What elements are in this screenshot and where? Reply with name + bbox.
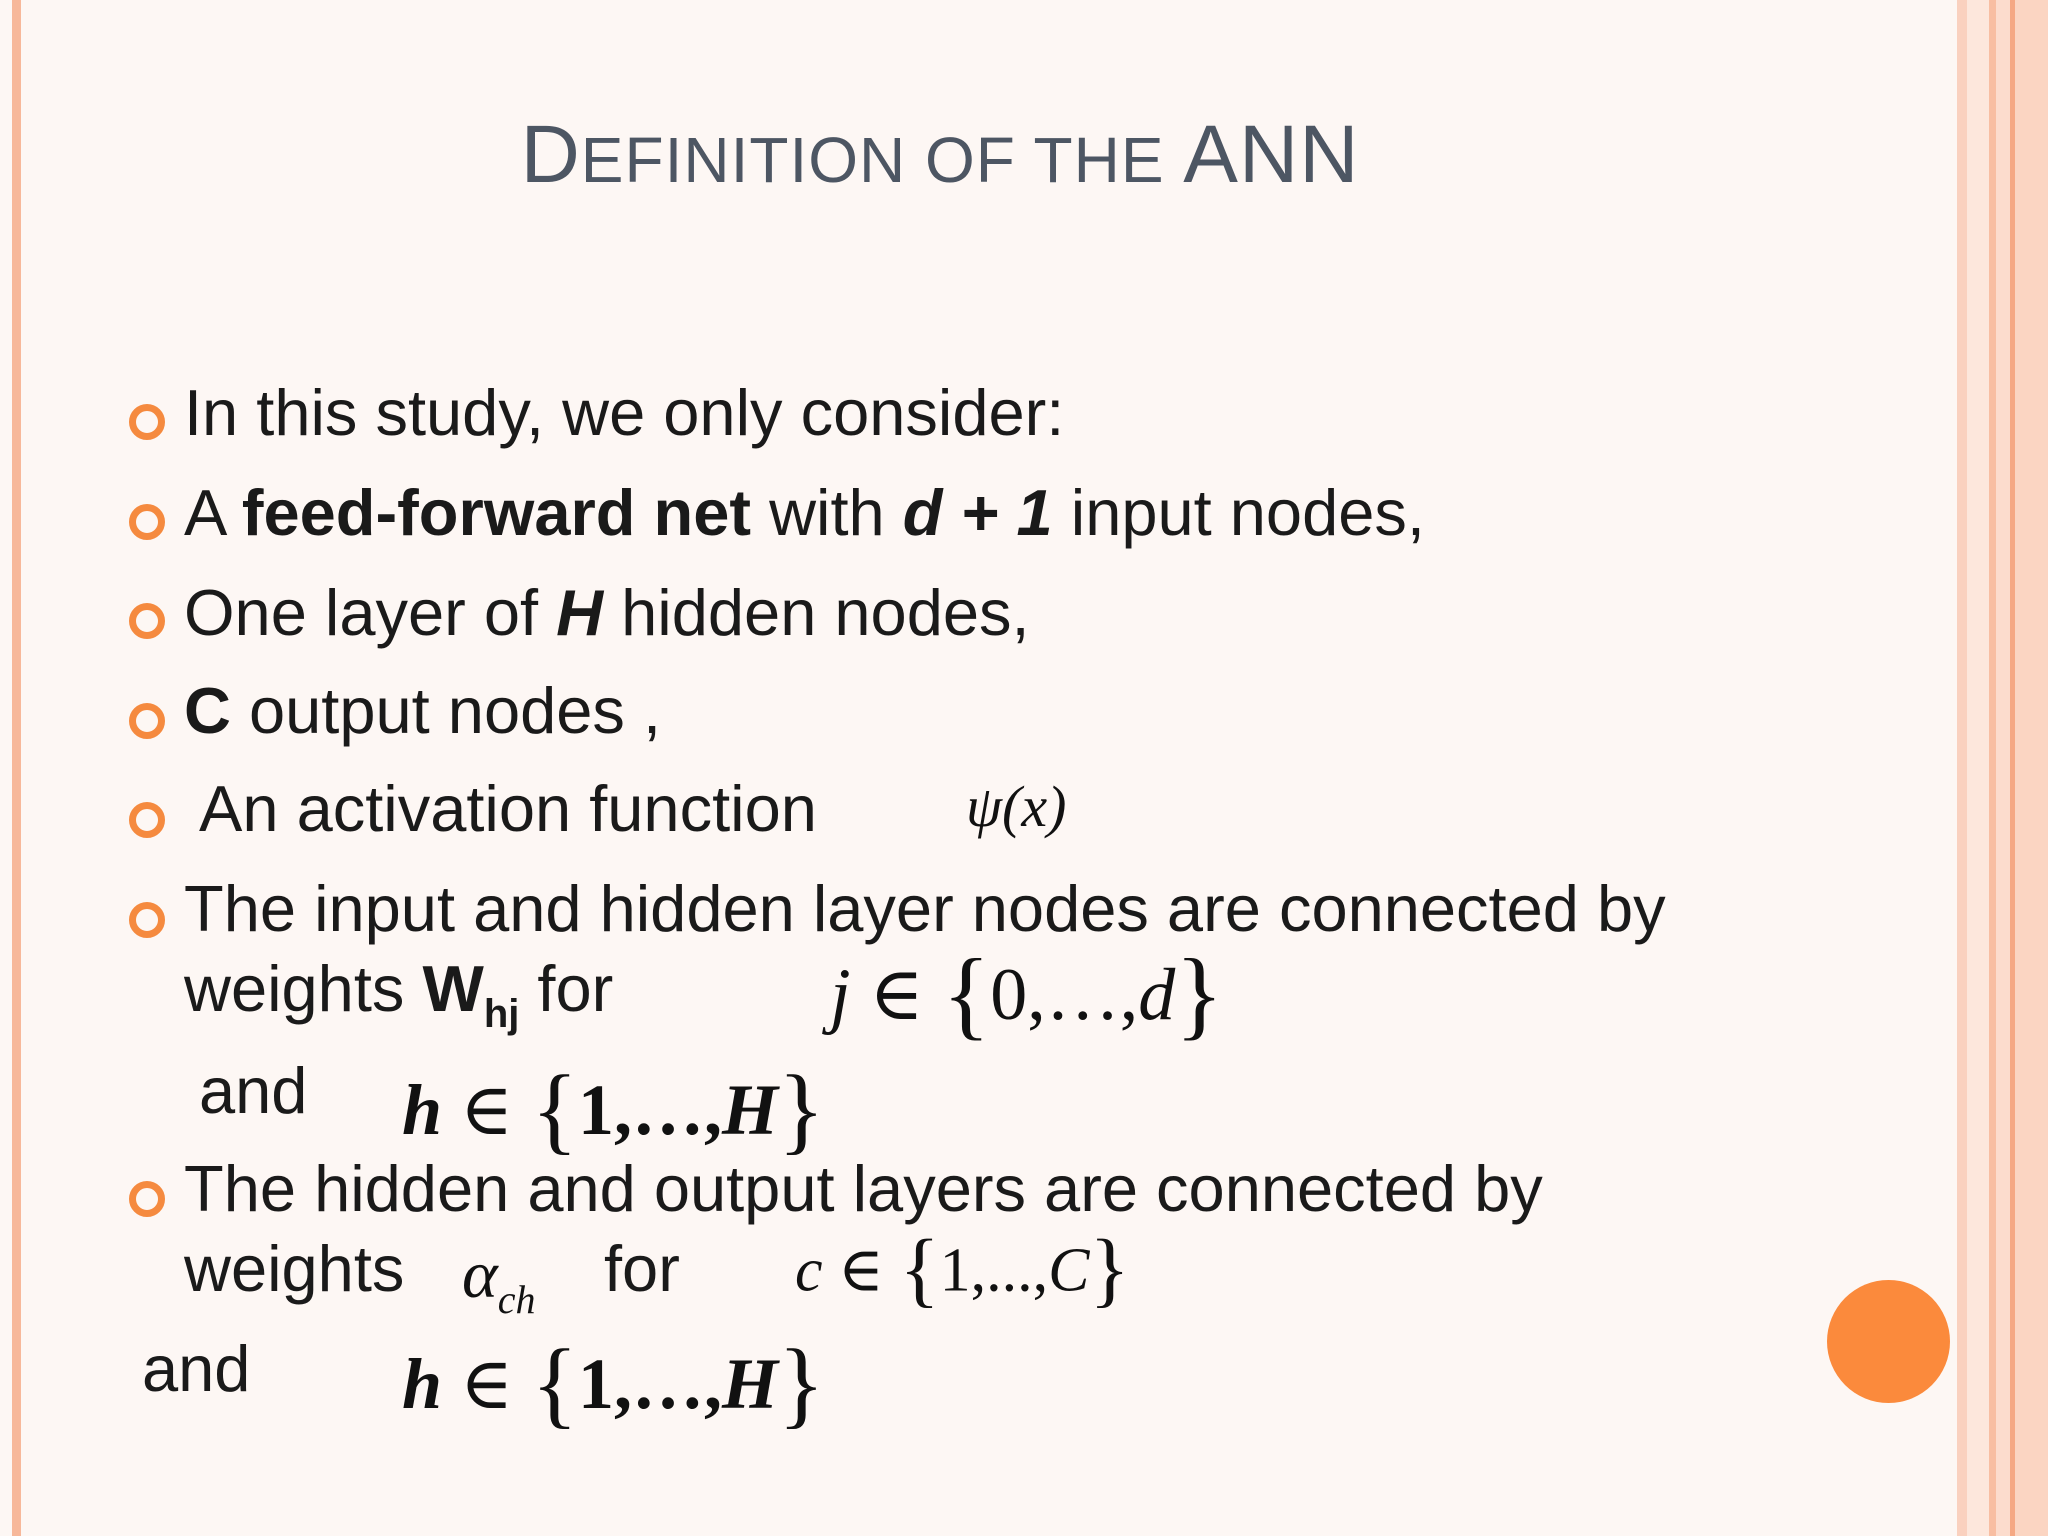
bullet-1-text: In this study, we only consider: (184, 376, 1065, 449)
title-acronym: ANN (1183, 109, 1360, 200)
title-initial: D (520, 109, 581, 200)
bullet-7-line-2-for: for (604, 1232, 680, 1305)
bullet-ring-icon (129, 902, 165, 938)
bullet-6-line-1: The input and hidden layer nodes are con… (184, 872, 1666, 945)
bullet-ring-icon (129, 603, 165, 639)
bullet-4-text: C output nodes , (184, 674, 662, 747)
input-index-set-formula: j ∈ {0,…,d} (830, 938, 1224, 1049)
bullet-6-and-label: and (199, 1054, 308, 1127)
activation-function-formula: ψ(x) (966, 774, 1067, 839)
bullet-ring-icon (129, 1181, 165, 1217)
bullet-5-text: An activation function (199, 772, 817, 845)
bullet-ring-icon (129, 703, 165, 739)
bullet-7-and-label: and (142, 1332, 251, 1405)
output-index-set-formula: c ∈ {1,...,C} (795, 1223, 1130, 1316)
bullet-6-line-2: weights Whj for (184, 952, 614, 1036)
right-border-stripe-5 (2010, 0, 2015, 1536)
bullet-7-line-1: The hidden and output layers are connect… (184, 1152, 1543, 1225)
decorative-circle-icon (1827, 1280, 1950, 1403)
slide-title: DEFINITION OF THE ANN (0, 108, 1880, 202)
right-border-stripe-1 (1957, 0, 1967, 1536)
hidden-index-set-formula-1: h ∈ {1,…,H} (402, 1056, 825, 1164)
bullet-3-text: One layer of H hidden nodes, (184, 576, 1030, 649)
title-smallcaps: EFINITION OF THE (580, 124, 1184, 196)
right-border-stripe-2 (1967, 0, 1989, 1536)
bullet-ring-icon (129, 802, 165, 838)
bullet-7-line-2-prefix: weights (184, 1232, 405, 1305)
alpha-weight-symbol: αch (462, 1236, 536, 1322)
bullet-ring-icon (129, 504, 165, 540)
hidden-index-set-formula-2: h ∈ {1,…,H} (402, 1330, 825, 1438)
bullet-2-text: A feed-forward net with d + 1 input node… (184, 476, 1425, 549)
right-border-stripe-6 (2015, 0, 2048, 1536)
right-border-stripe-3 (1989, 0, 1996, 1536)
right-border-stripe-4 (1996, 0, 2010, 1536)
left-border-stripe (12, 0, 21, 1536)
bullet-ring-icon (129, 404, 165, 440)
